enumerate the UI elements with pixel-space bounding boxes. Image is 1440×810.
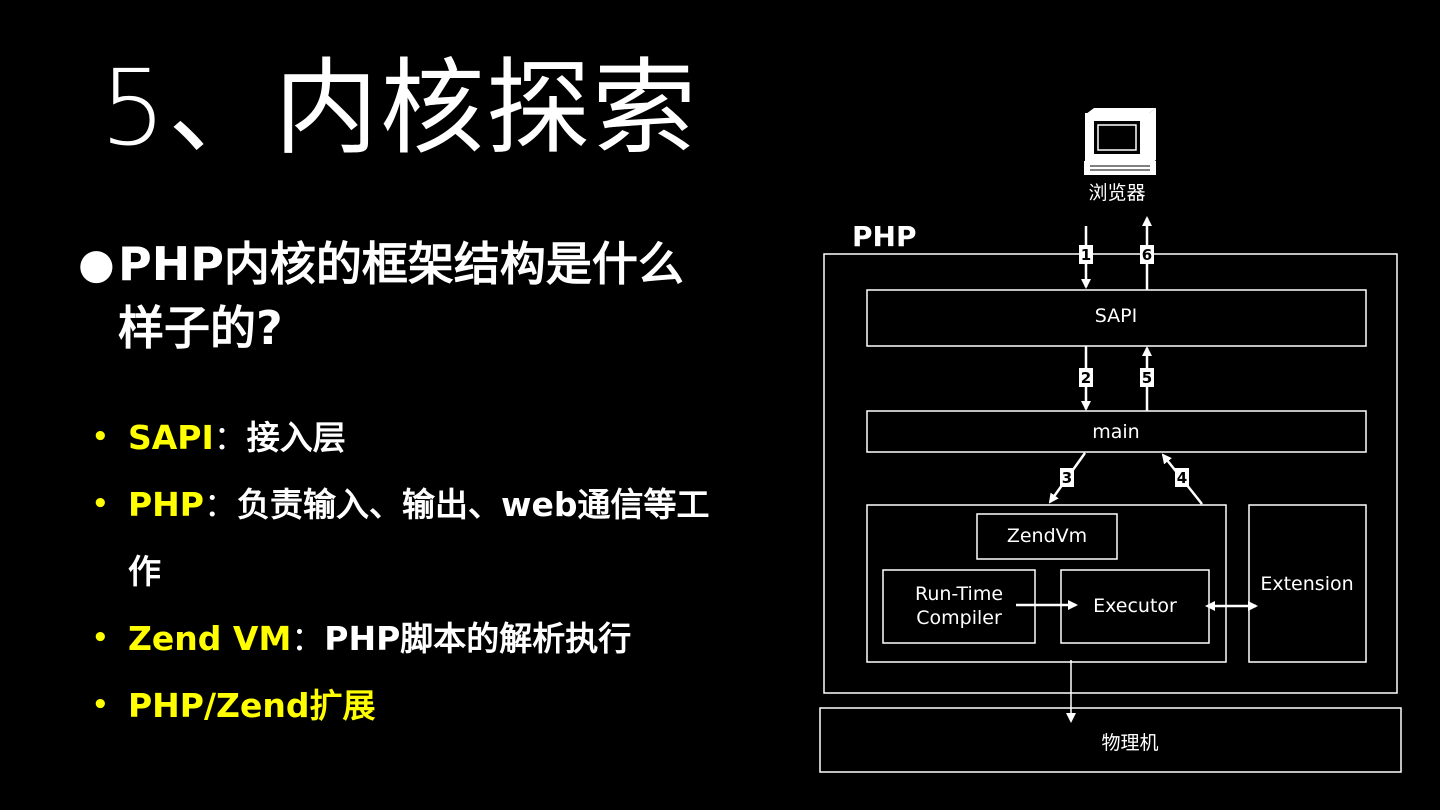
- executor-label: Executor: [1093, 595, 1177, 617]
- computer-terminal-icon: [1084, 108, 1156, 175]
- step-label-2: 2: [1079, 368, 1093, 387]
- compiler-label-line2: Compiler: [916, 607, 1002, 629]
- bullet-zend-vm: • Zend VM：PHP脚本的解析执行: [92, 605, 712, 672]
- step-label-4: 4: [1175, 468, 1189, 487]
- svg-text:2: 2: [1081, 369, 1091, 387]
- bullet-dot: •: [92, 422, 109, 452]
- step-label-6: 6: [1140, 245, 1154, 264]
- main-label: main: [1092, 421, 1139, 443]
- bullet-separator: ：: [204, 485, 237, 524]
- bullet-description: 接入层: [246, 418, 346, 457]
- bullet-sapi: • SAPI：接入层: [92, 404, 712, 471]
- bullet-extension: • PHP/Zend扩展: [92, 672, 712, 739]
- question-text: PHP内核的框架结构是什么样子的?: [118, 237, 684, 355]
- bullet-list: • SAPI：接入层 • PHP：负责输入、输出、web通信等工作 • Zend…: [92, 404, 712, 739]
- bullet-dot: •: [92, 623, 109, 653]
- php-container-label: PHP: [852, 220, 916, 253]
- bullet-dot: ●: [78, 239, 115, 288]
- zendvm-box: [976, 513, 1118, 560]
- bullet-key: Zend VM: [128, 619, 292, 658]
- svg-text:3: 3: [1062, 469, 1072, 487]
- machine-box: [819, 707, 1402, 773]
- svg-text:1: 1: [1081, 246, 1091, 264]
- svg-text:4: 4: [1177, 469, 1187, 487]
- bullet-separator: ：: [213, 418, 247, 457]
- bullet-dot: •: [92, 690, 109, 720]
- bullet-key: PHP: [128, 485, 204, 524]
- bullet-description: PHP脚本的解析执行: [324, 619, 632, 658]
- extension-box: [1248, 504, 1367, 663]
- bullet-php: • PHP：负责输入、输出、web通信等工作: [92, 471, 712, 605]
- step-label-3: 3: [1060, 468, 1074, 487]
- bullet-separator: ：: [291, 619, 325, 658]
- sapi-label: SAPI: [1095, 305, 1137, 327]
- question-bullet: ● PHP内核的框架结构是什么样子的?: [78, 232, 718, 360]
- machine-label: 物理机: [1101, 732, 1158, 754]
- bullet-description: 负责输入、输出、web通信等工作: [128, 485, 710, 591]
- zendvm-label: ZendVm: [1007, 525, 1087, 547]
- slide-title: 5、内核探索: [100, 47, 699, 169]
- main-box: [866, 410, 1367, 453]
- svg-text:6: 6: [1142, 246, 1152, 264]
- bullet-key: SAPI: [128, 418, 214, 457]
- php-container: [823, 253, 1398, 694]
- extension-label: Extension: [1260, 573, 1353, 595]
- bullet-key: PHP/Zend扩展: [128, 686, 376, 725]
- svg-text:5: 5: [1142, 369, 1152, 387]
- client-label: 浏览器: [1088, 182, 1145, 204]
- step-label-1: 1: [1079, 245, 1093, 264]
- bullet-dot: •: [92, 489, 109, 519]
- step-label-5: 5: [1140, 368, 1154, 387]
- sapi-box: [866, 289, 1367, 347]
- compiler-box: [882, 569, 1036, 644]
- zend-vm-container: [866, 504, 1227, 663]
- compiler-label-line1: Run-Time: [915, 583, 1003, 605]
